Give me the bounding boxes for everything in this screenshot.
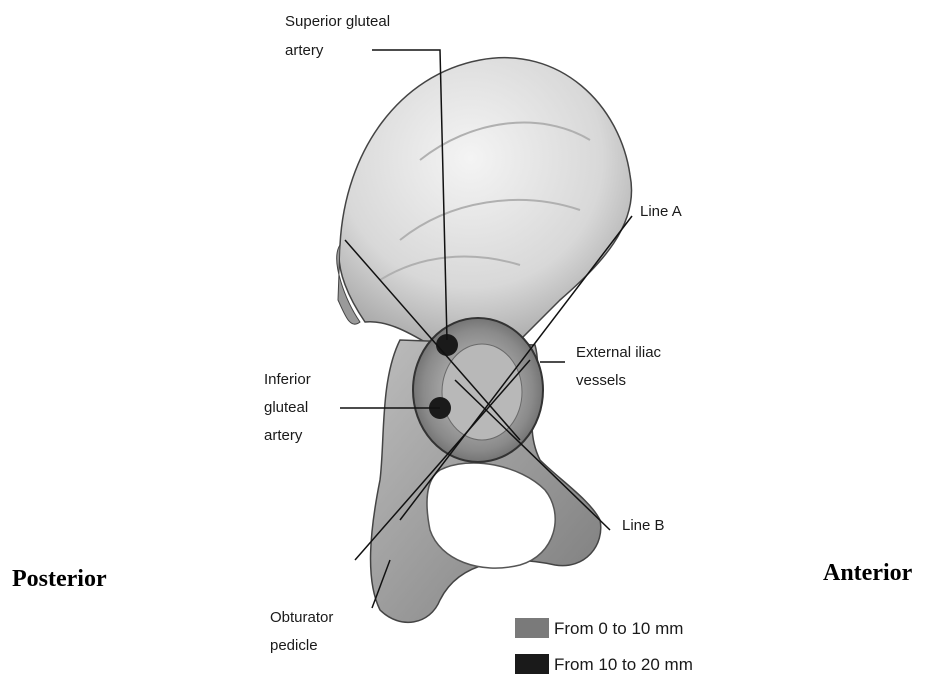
- legend-swatch-0-10: [515, 618, 549, 638]
- label-superior-gluteal-artery: Superior gluteal artery: [285, 13, 394, 59]
- label-external-iliac-vessels: External iliac vessels: [576, 344, 665, 389]
- legend-swatch-10-20: [515, 654, 549, 674]
- legend-label-10-20: From 10 to 20 mm: [554, 655, 693, 674]
- label-line-b: Line B: [622, 517, 665, 534]
- orientation-anterior: Anterior: [823, 560, 913, 586]
- orientation-posterior: Posterior: [12, 566, 107, 592]
- label-inferior-gluteal-artery: Inferior gluteal artery: [264, 371, 315, 444]
- label-obturator-pedicle: Obturator pedicle: [270, 609, 338, 654]
- legend-label-0-10: From 0 to 10 mm: [554, 619, 683, 638]
- acetabular-fossa: [442, 344, 522, 440]
- iliac-wing: [339, 58, 632, 345]
- label-line-a: Line A: [640, 203, 682, 220]
